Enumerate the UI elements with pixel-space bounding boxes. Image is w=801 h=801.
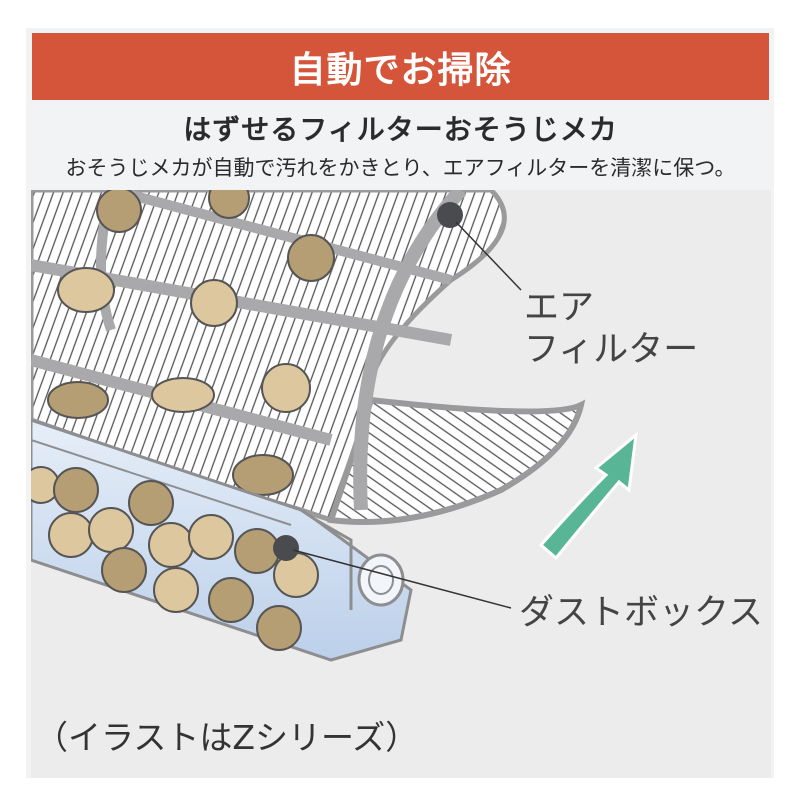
upward-arrow-icon xyxy=(538,431,638,561)
dust-particles-box xyxy=(31,466,319,651)
banner-title: 自動でお掃除 xyxy=(289,49,512,91)
air-filter-label-line2: フィルター xyxy=(524,330,699,370)
dust-box-pointer xyxy=(273,535,512,609)
dust-box-label: ダストボックス xyxy=(519,593,763,633)
illustration-panel: エア フィルター ダストボックス （イラストはZシリーズ） xyxy=(31,190,771,778)
illustration-note: （イラストはZシリーズ） xyxy=(35,718,419,757)
filter-cleaning-illustration xyxy=(31,190,638,662)
air-filter-label: エア フィルター xyxy=(524,287,698,371)
feature-description: おそうじメカが自動で汚れをかきとり、エアフィルターを清潔に保つ。 xyxy=(65,156,736,180)
filter-pointer xyxy=(437,202,522,291)
feature-subtitle: はずせるフィルターおそうじメカ xyxy=(183,113,618,146)
dust-particles-filter xyxy=(47,190,335,496)
air-filter-label-line1: エア xyxy=(524,288,595,328)
header-banner: 自動でお掃除 xyxy=(32,33,769,100)
